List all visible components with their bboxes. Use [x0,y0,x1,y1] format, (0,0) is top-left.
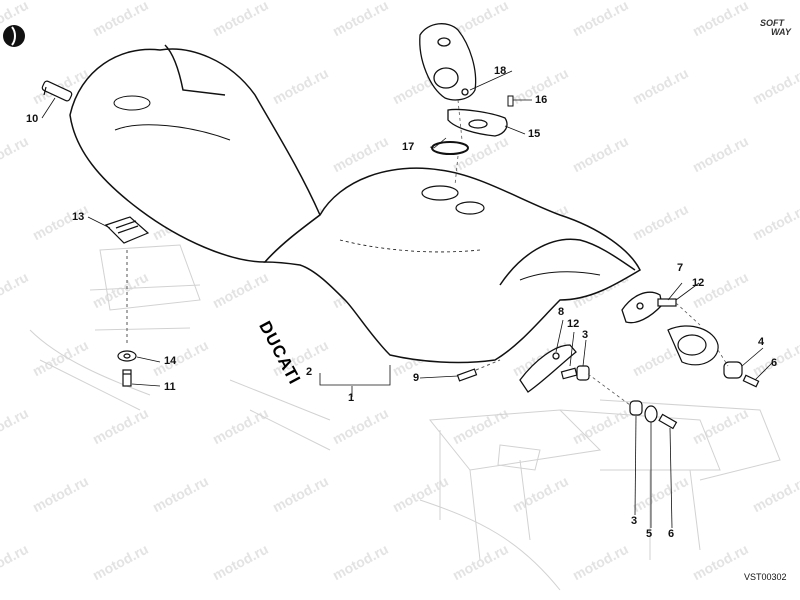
fuel-tank [263,167,641,364]
callout-5: 5 [646,528,653,540]
brand-line-1: SOFT [760,18,784,28]
callout-13: 13 [72,211,85,223]
callout-15: 15 [528,128,541,140]
screw-left [122,369,132,387]
assembly-paths [454,99,729,406]
filler-cap [419,23,477,101]
bushing-front [576,365,590,381]
seat-pin [41,80,73,102]
screw-front [560,367,578,380]
callout-2: 2 [306,366,313,378]
callout-11: 11 [164,381,176,393]
front-bracket [519,344,577,393]
bushing-right [723,361,743,379]
drawing-code: VST00302 [744,572,787,582]
washer-lower [644,405,658,423]
brand-line-2: WAY [771,27,791,37]
filler-flange [447,108,508,137]
callout-4: 4 [758,336,765,348]
frame-tube [667,325,719,366]
washer-left [117,350,137,362]
callout-6-right: 6 [771,357,778,369]
callout-18: 18 [494,65,507,77]
callout-12-front: 12 [567,318,580,330]
rubber-pad [104,216,150,244]
screw-side [657,298,677,307]
brand-mark-icon [3,25,25,47]
callout-6-lower: 6 [668,528,675,540]
seat [69,44,321,263]
callout-14: 14 [164,355,177,367]
bushing-lower [629,400,643,416]
leader-lines [41,70,773,529]
screw-right [742,374,760,388]
callout-3-lower: 3 [631,515,638,527]
callout-16: 16 [535,94,548,106]
callout-8: 8 [558,306,565,318]
callout-9: 9 [413,372,420,384]
tank-screw [456,368,478,382]
callout-17: 17 [402,141,415,153]
screw-lower [658,413,678,430]
callout-1: 1 [348,392,355,404]
callout-3-front: 3 [582,329,589,341]
assembly-line-tank-screw [475,359,501,371]
frame-background [29,244,781,591]
filler-screw [507,95,514,107]
callout-7: 7 [677,262,684,274]
callout-12-side: 12 [692,277,705,289]
filler-seal-ring [431,141,469,155]
callout-10: 10 [26,113,39,125]
side-bracket [621,291,663,324]
